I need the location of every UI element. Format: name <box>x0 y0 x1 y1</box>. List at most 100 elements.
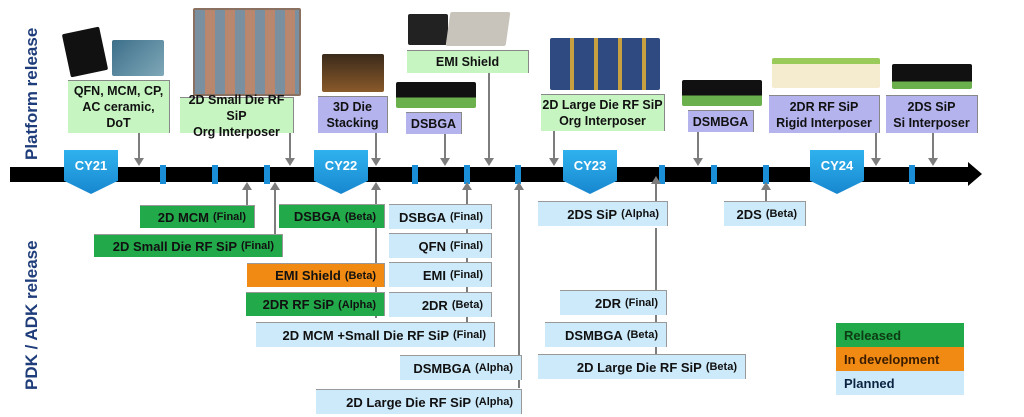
timeline-bar <box>10 167 970 182</box>
dsbga-image <box>396 82 476 108</box>
pdk-stage: (Beta) <box>344 210 376 223</box>
pdk-2d-mcm-final: 2D MCM(Final) <box>140 205 255 228</box>
connector-line <box>765 188 767 204</box>
large-die-sip-image <box>550 38 660 90</box>
pdk-name: EMI <box>422 267 446 283</box>
platform-dsmbga: DSMBGA <box>688 110 754 132</box>
emi-shield-wire-image <box>408 14 448 45</box>
pdk-name: EMI Shield <box>275 268 341 283</box>
pdk-stage: (Beta) <box>705 361 737 373</box>
pdk-stage: (Beta) <box>626 329 658 341</box>
pdk-emi-shield-beta: EMI Shield(Beta) <box>247 263 385 287</box>
pdk-stage: (Alpha) <box>475 362 513 374</box>
legend: Released In development Planned <box>836 323 964 395</box>
quarter-tick <box>659 165 665 184</box>
small-die-sip-image <box>193 8 301 96</box>
platform-line: DSBGA <box>410 116 457 131</box>
pdk-name: DSMBGA <box>413 360 472 376</box>
arrow-up-icon <box>371 182 381 190</box>
pdk-dsmbga-alpha: DSMBGA(Alpha) <box>400 355 522 380</box>
pdk-name: DSBGA <box>399 209 446 225</box>
platform-release-label: Platform release <box>22 27 41 160</box>
connector-line <box>246 188 248 206</box>
arrow-down-icon <box>134 158 144 166</box>
legend-in-development: In development <box>836 347 964 371</box>
pdk-stage: (Final) <box>450 240 483 252</box>
year-marker-cy21: CY21 <box>64 150 118 194</box>
connector-line <box>375 188 377 318</box>
arrow-down-icon <box>371 158 381 166</box>
arrow-down-icon <box>440 158 450 166</box>
quarter-tick <box>711 165 717 184</box>
pdk-name: 2D Large Die RF SiP <box>346 394 472 410</box>
legend-planned: Planned <box>836 371 964 395</box>
platform-line: 3D Die <box>333 100 372 114</box>
platform-line: AC ceramic, <box>82 100 155 114</box>
connector-line <box>697 132 699 161</box>
platform-line: 2D Small Die RF SiP <box>188 92 285 123</box>
platform-line: Si Interposer <box>893 115 970 130</box>
arrow-down-icon <box>285 158 295 166</box>
pdk-2dr-final: 2DR (Final) <box>560 290 667 315</box>
pdk-stage: (Alpha) <box>621 208 659 220</box>
quarter-tick <box>763 165 769 184</box>
pdk-stage: (Final) <box>241 240 274 252</box>
platform-line: QFN, MCM, CP, <box>73 84 164 98</box>
arrow-down-icon <box>693 158 703 166</box>
arrow-up-icon <box>270 182 280 190</box>
qfn-package-image <box>61 26 109 78</box>
connector-line <box>932 133 934 161</box>
pdk-name: 2D Small Die RF SiP <box>112 238 237 254</box>
connector-line <box>655 180 657 204</box>
pdk-stage: (Beta) <box>451 299 483 311</box>
quarter-tick <box>464 165 470 184</box>
pdk-qfn-final: QFN (Final) <box>389 233 492 258</box>
pdk-adk-release-label: PDK / ADK release <box>22 240 41 390</box>
pdk-dsbga-beta: DSBGA(Beta) <box>279 204 385 228</box>
pdk-2dr-beta: 2DR(Beta) <box>389 292 492 317</box>
quarter-tick <box>264 165 270 184</box>
pdk-name: 2DR RF SiP <box>262 297 335 312</box>
pdk-emi-final: EMI (Final) <box>389 262 492 287</box>
pdk-name: 2DR <box>594 295 621 311</box>
connector-line <box>444 134 446 161</box>
3d-die-stacking-image <box>322 54 384 92</box>
pdk-dsmbga-beta: DSMBGA(Beta) <box>545 322 667 347</box>
platform-emi-shield: EMI Shield <box>407 50 529 73</box>
year-marker-cy23: CY23 <box>563 150 617 194</box>
platform-line: EMI Shield <box>435 55 500 69</box>
connector-line <box>488 73 490 161</box>
platform-line: Stacking <box>326 116 379 130</box>
quarter-tick <box>515 165 521 184</box>
platform-line: Org Interposer <box>559 114 646 128</box>
connector-line <box>553 131 555 161</box>
platform-line: Org Interposer <box>193 124 280 139</box>
pdk-2d-large-die-alpha: 2D Large Die RF SiP(Alpha) <box>316 389 522 414</box>
connector-line <box>289 133 291 161</box>
platform-line: 2DS SiP <box>907 99 956 114</box>
pdk-name: 2DR <box>421 297 448 313</box>
connector-line <box>274 188 276 234</box>
pdk-stage: (Final) <box>625 297 658 309</box>
pdk-name: 2DS SiP <box>567 206 618 222</box>
pdk-name: QFN <box>418 238 446 254</box>
timeline-arrowhead-icon <box>968 162 982 186</box>
dsmbga-image <box>682 80 762 106</box>
connector-line <box>518 188 520 388</box>
legend-released: Released <box>836 323 964 347</box>
platform-line: DoT <box>106 116 131 130</box>
pdk-name: DSMBGA <box>565 327 623 343</box>
platform-qfn-mcm-cp: QFN, MCM, CP, AC ceramic, DoT <box>68 80 170 133</box>
arrow-down-icon <box>928 158 938 166</box>
platform-line: 2DR RF SiP <box>789 99 859 114</box>
pdk-name: DSBGA <box>293 209 341 224</box>
pdk-name: 2D MCM <box>157 209 209 225</box>
pdk-stage: (Alpha) <box>475 396 513 408</box>
2dr-rf-sip-image <box>772 58 880 88</box>
arrow-up-icon <box>242 182 252 190</box>
pdk-stage: (Final) <box>450 269 483 281</box>
year-marker-cy22: CY22 <box>314 150 368 194</box>
